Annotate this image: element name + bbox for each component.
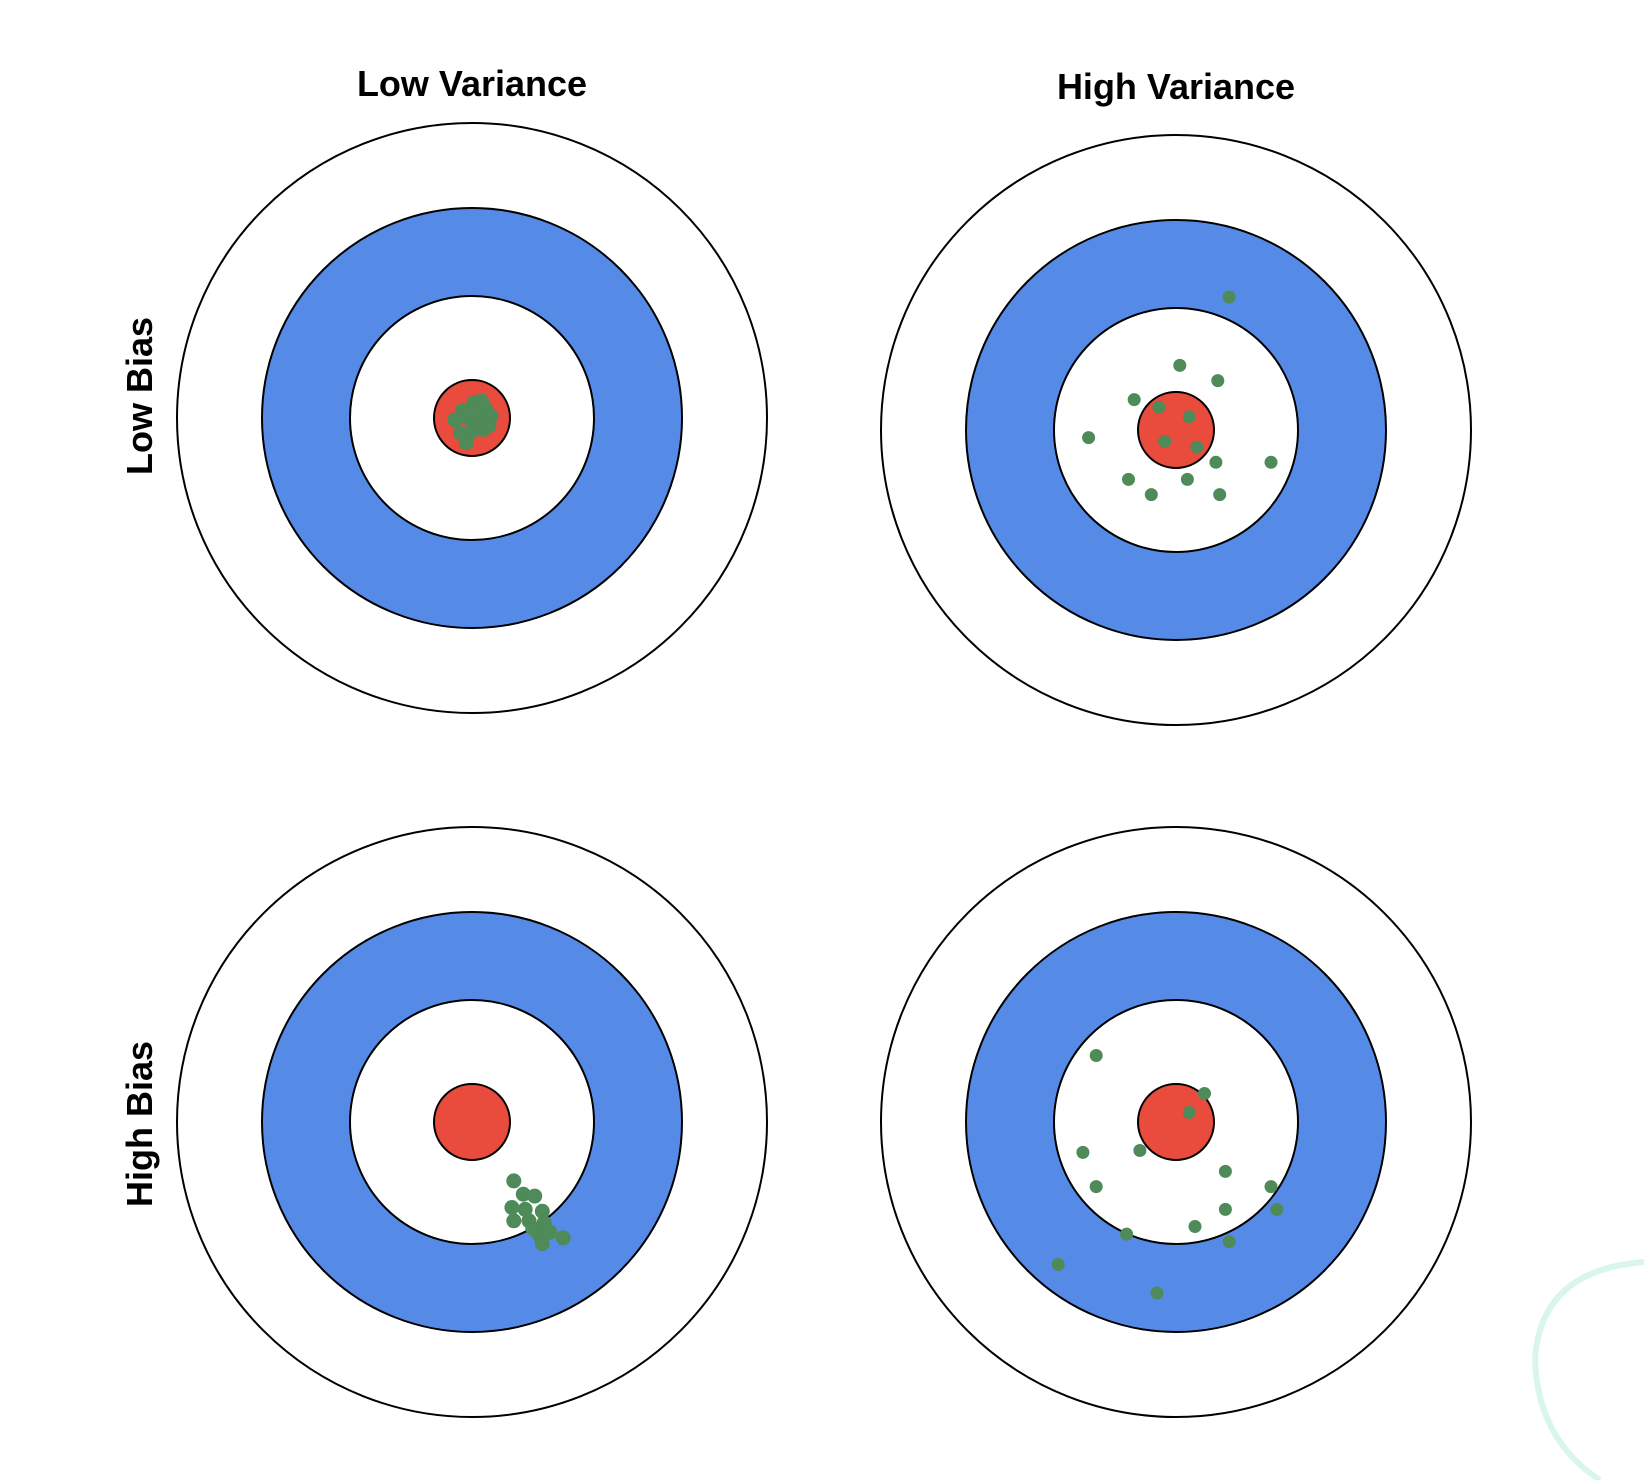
target-bullseye <box>1137 391 1215 469</box>
shot-point <box>1198 1087 1211 1100</box>
shot-point <box>1089 1180 1103 1194</box>
shot-point <box>1150 1286 1164 1300</box>
shot-point <box>515 1186 531 1202</box>
shot-point <box>1270 1202 1284 1216</box>
target-high-bias-low-variance <box>176 826 768 1418</box>
shot-point <box>534 1236 550 1252</box>
shot-point <box>1089 1049 1103 1062</box>
target-low-bias-high-variance <box>880 134 1472 726</box>
column-label-low-variance: Low Variance <box>357 63 587 104</box>
shot-point <box>1082 431 1096 445</box>
target-bullseye <box>1137 1083 1215 1161</box>
shot-point <box>481 418 497 434</box>
shot-point <box>1133 1144 1147 1157</box>
shot-point <box>1120 1227 1134 1241</box>
shot-point <box>1051 1258 1065 1271</box>
shot-point <box>542 1224 558 1240</box>
shot-point <box>462 404 478 420</box>
shot-point <box>447 412 463 428</box>
shot-point <box>1218 1164 1232 1178</box>
shot-point <box>1264 455 1278 469</box>
shot-point <box>1158 434 1172 448</box>
target-low-bias-low-variance <box>176 122 768 714</box>
target-bullseye <box>433 1083 511 1161</box>
shot-point <box>1182 1106 1196 1119</box>
shot-point <box>1076 1145 1090 1159</box>
shot-point <box>458 435 474 451</box>
shot-point <box>474 393 489 409</box>
shot-point <box>555 1230 571 1246</box>
background-decoration <box>1531 1259 1644 1480</box>
shot-point <box>506 1213 522 1229</box>
shot-point <box>534 1203 550 1219</box>
decorative-arc <box>1531 1259 1644 1480</box>
shot-point <box>1182 410 1196 424</box>
targets-grid <box>176 122 1472 1418</box>
column-label-high-variance: High Variance <box>1057 66 1295 107</box>
shot-point <box>1190 440 1204 454</box>
shot-point <box>1218 1202 1232 1216</box>
row-label-high-bias: High Bias <box>119 1041 160 1207</box>
shot-point <box>1180 472 1194 486</box>
shot-point <box>1209 455 1223 469</box>
shot-point <box>1211 374 1225 388</box>
shot-point <box>506 1173 522 1189</box>
shot-point <box>517 1201 533 1217</box>
shot-point <box>1188 1220 1202 1233</box>
shot-point <box>1173 358 1187 372</box>
shot-point <box>1152 400 1166 414</box>
shot-point <box>527 1188 543 1204</box>
shot-point <box>1222 1235 1236 1249</box>
shot-point <box>1127 393 1141 407</box>
shot-point <box>1213 488 1227 502</box>
shot-point <box>1144 488 1158 502</box>
row-label-low-bias: Low Bias <box>119 317 160 475</box>
shot-point <box>464 423 480 439</box>
shot-point <box>1122 472 1135 486</box>
shot-point <box>1222 290 1236 304</box>
shot-point <box>504 1200 520 1215</box>
target-high-bias-high-variance <box>880 826 1472 1418</box>
shot-point <box>1264 1180 1278 1194</box>
shot-point <box>525 1220 541 1236</box>
